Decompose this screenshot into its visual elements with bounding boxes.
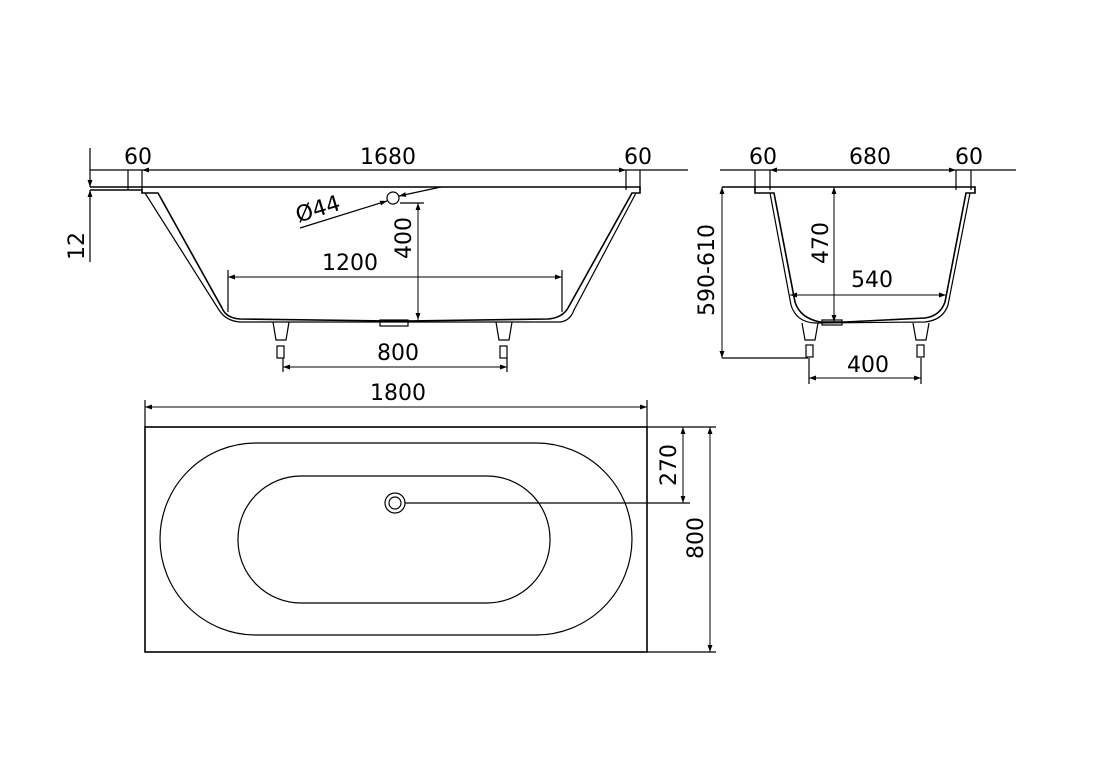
- plan-view: 1800 270 800: [144, 381, 716, 653]
- foot-left: [272, 321, 290, 359]
- dim-end-feet-spacing: 400: [847, 353, 889, 378]
- dim-bottom-length: 1200: [322, 251, 378, 276]
- drain-icon: [384, 492, 406, 514]
- tub-rim-inner-edge: [159, 442, 633, 636]
- tub-plan-outline: [144, 426, 648, 653]
- dim-bottom-width: 540: [851, 268, 893, 293]
- tub-side-outline: [90, 186, 641, 322]
- side-view: 60 1680 60 12 Ø44 400 1200 800: [65, 145, 688, 372]
- end-foot-right: [912, 322, 930, 358]
- dim-drain-offset: 270: [657, 444, 682, 486]
- dim-rim-left: 60: [124, 145, 152, 170]
- dim-rim-right: 60: [624, 145, 652, 170]
- dim-length: 1800: [370, 381, 426, 406]
- tub-bottom-outline: [237, 475, 551, 604]
- dim-total-height: 590-610: [695, 224, 720, 316]
- dim-inner-width: 680: [849, 145, 891, 170]
- foot-right: [495, 321, 513, 359]
- end-foot-left: [801, 322, 819, 358]
- dim-end-rim-left: 60: [749, 145, 777, 170]
- dim-rim-thickness: 12: [65, 232, 90, 260]
- dim-feet-spacing: 800: [377, 341, 419, 366]
- dim-end-rim-right: 60: [955, 145, 983, 170]
- tub-end-outline: [722, 186, 976, 323]
- dim-overflow-height: 400: [392, 217, 417, 259]
- end-view: 60 680 60 470 540 590-610 400: [695, 145, 1016, 384]
- dim-overflow-diameter: Ø44: [293, 191, 344, 228]
- overflow-hole: [386, 191, 400, 205]
- dim-depth: 470: [809, 222, 834, 264]
- dim-inner-length: 1680: [360, 145, 416, 170]
- dim-width: 800: [684, 517, 709, 559]
